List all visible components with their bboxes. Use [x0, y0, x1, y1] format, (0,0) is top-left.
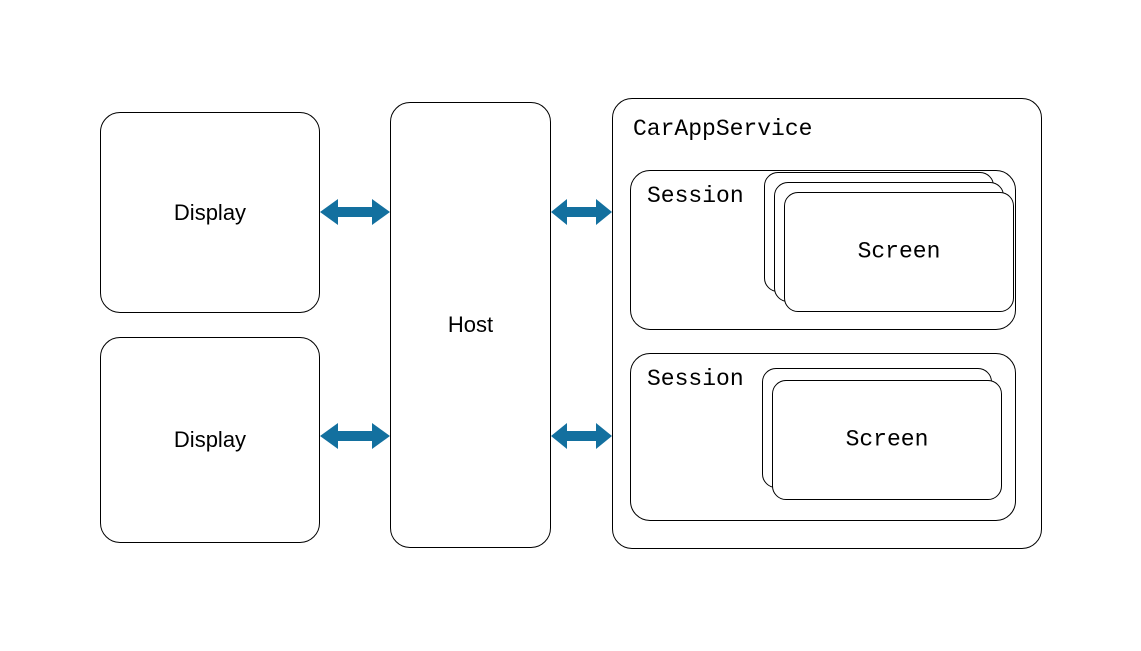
display-1-label: Display	[173, 199, 247, 225]
carappservice-label: CarAppService	[633, 116, 813, 142]
screen-2-label: Screen	[845, 426, 929, 453]
display-box-2: Display	[100, 337, 320, 543]
screen-card-front: Screen	[784, 192, 1014, 312]
double-arrow-icon-host-session1	[551, 195, 612, 229]
screen-stack-2: Screen	[762, 368, 1002, 503]
screen-1-label: Screen	[857, 238, 941, 265]
double-arrow-icon-host-session2	[551, 419, 612, 453]
session-1-label: Session	[647, 183, 744, 209]
screen-stack-1: Screen	[764, 172, 1014, 312]
host-label: Host	[447, 312, 494, 337]
host-box: Host	[390, 102, 551, 548]
screen-card-front: Screen	[772, 380, 1002, 500]
session-2-label: Session	[647, 366, 744, 392]
display-2-label: Display	[173, 427, 247, 452]
display-box-1: Display	[100, 112, 320, 313]
double-arrow-icon-display1-host	[320, 195, 390, 229]
double-arrow-icon-display2-host	[320, 419, 390, 453]
